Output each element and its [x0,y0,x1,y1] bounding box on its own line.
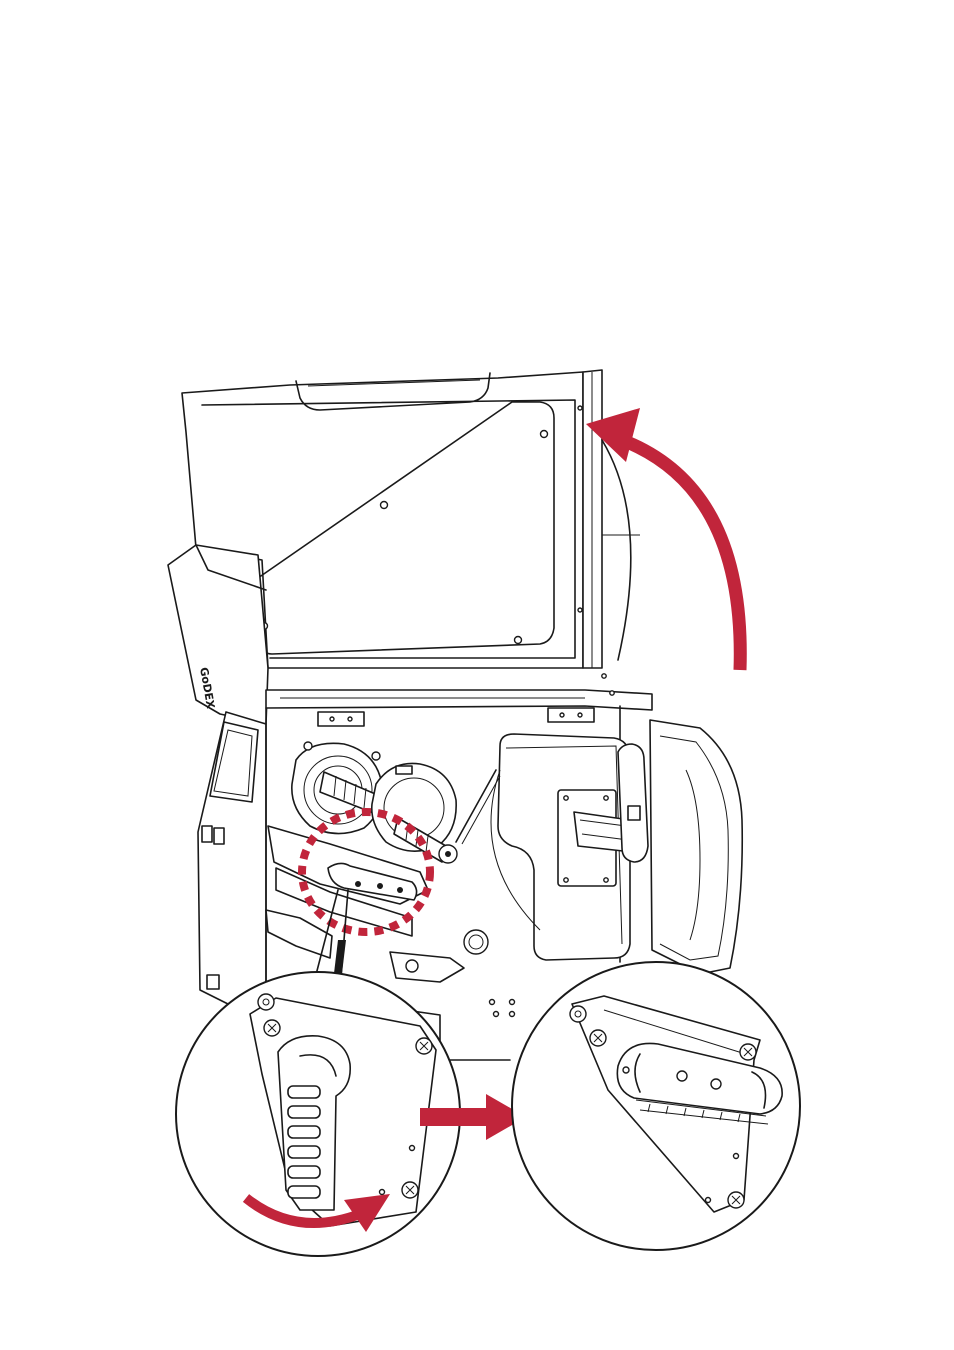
zoom-detail-lever-open [512,962,800,1250]
zoom-detail-lever-closed [176,972,460,1256]
open-cover-arrow [586,408,740,670]
control-panel-housing: GoDEX [168,545,268,724]
media-lever [618,744,648,862]
power-switch-icon [207,975,219,989]
panel-button [214,828,224,844]
lcd-screen [210,722,258,802]
panel-button [202,826,212,842]
